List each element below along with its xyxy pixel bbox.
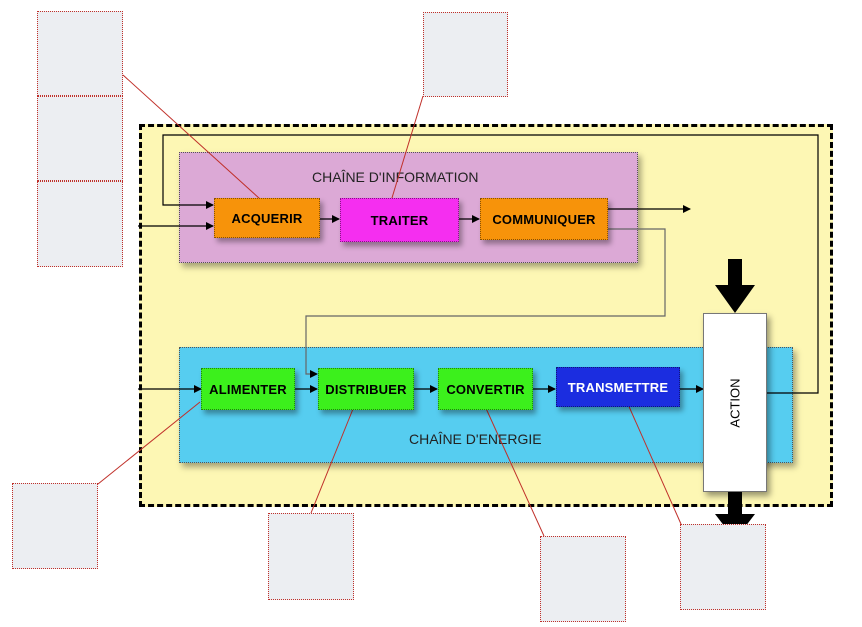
traiter-block: TRAITER [340, 198, 459, 242]
leader-convertir [483, 403, 545, 537]
note-box-bottom-distribuer [268, 513, 354, 600]
leader-transmettre [626, 401, 682, 525]
note-box-bottom-left [12, 483, 98, 569]
matter-in-arrow [715, 259, 755, 313]
action-label: ACTION [727, 378, 743, 428]
distribuer-block: DISTRIBUER [318, 368, 414, 410]
order-line [305, 228, 666, 378]
feedback-line [162, 134, 819, 394]
action-block [703, 313, 767, 492]
transmettre-block: TRANSMETTRE [556, 367, 680, 407]
alimenter-block: ALIMENTER [201, 368, 295, 410]
leader-alimenter [97, 401, 201, 485]
note-box-top-center [423, 12, 508, 97]
leader-distribuer [310, 403, 356, 514]
convertir-block: CONVERTIR [438, 368, 533, 410]
leader-acquerir [122, 74, 261, 200]
note-box-top-left-1 [37, 11, 123, 96]
acquerir-block: ACQUERIR [214, 198, 320, 238]
note-box-top-left-3 [37, 181, 123, 267]
note-box-bottom-convertir [540, 536, 626, 622]
energy-chain-title: CHAÎNE D'ENERGIE [409, 431, 542, 447]
info-chain-title: CHAÎNE D'INFORMATION [312, 169, 479, 185]
communiquer-block: COMMUNIQUER [480, 198, 608, 240]
note-box-bottom-transmettre [680, 524, 766, 610]
leader-traiter [387, 95, 424, 212]
note-box-top-left-2 [37, 96, 123, 181]
matter-out-arrow [715, 492, 755, 540]
